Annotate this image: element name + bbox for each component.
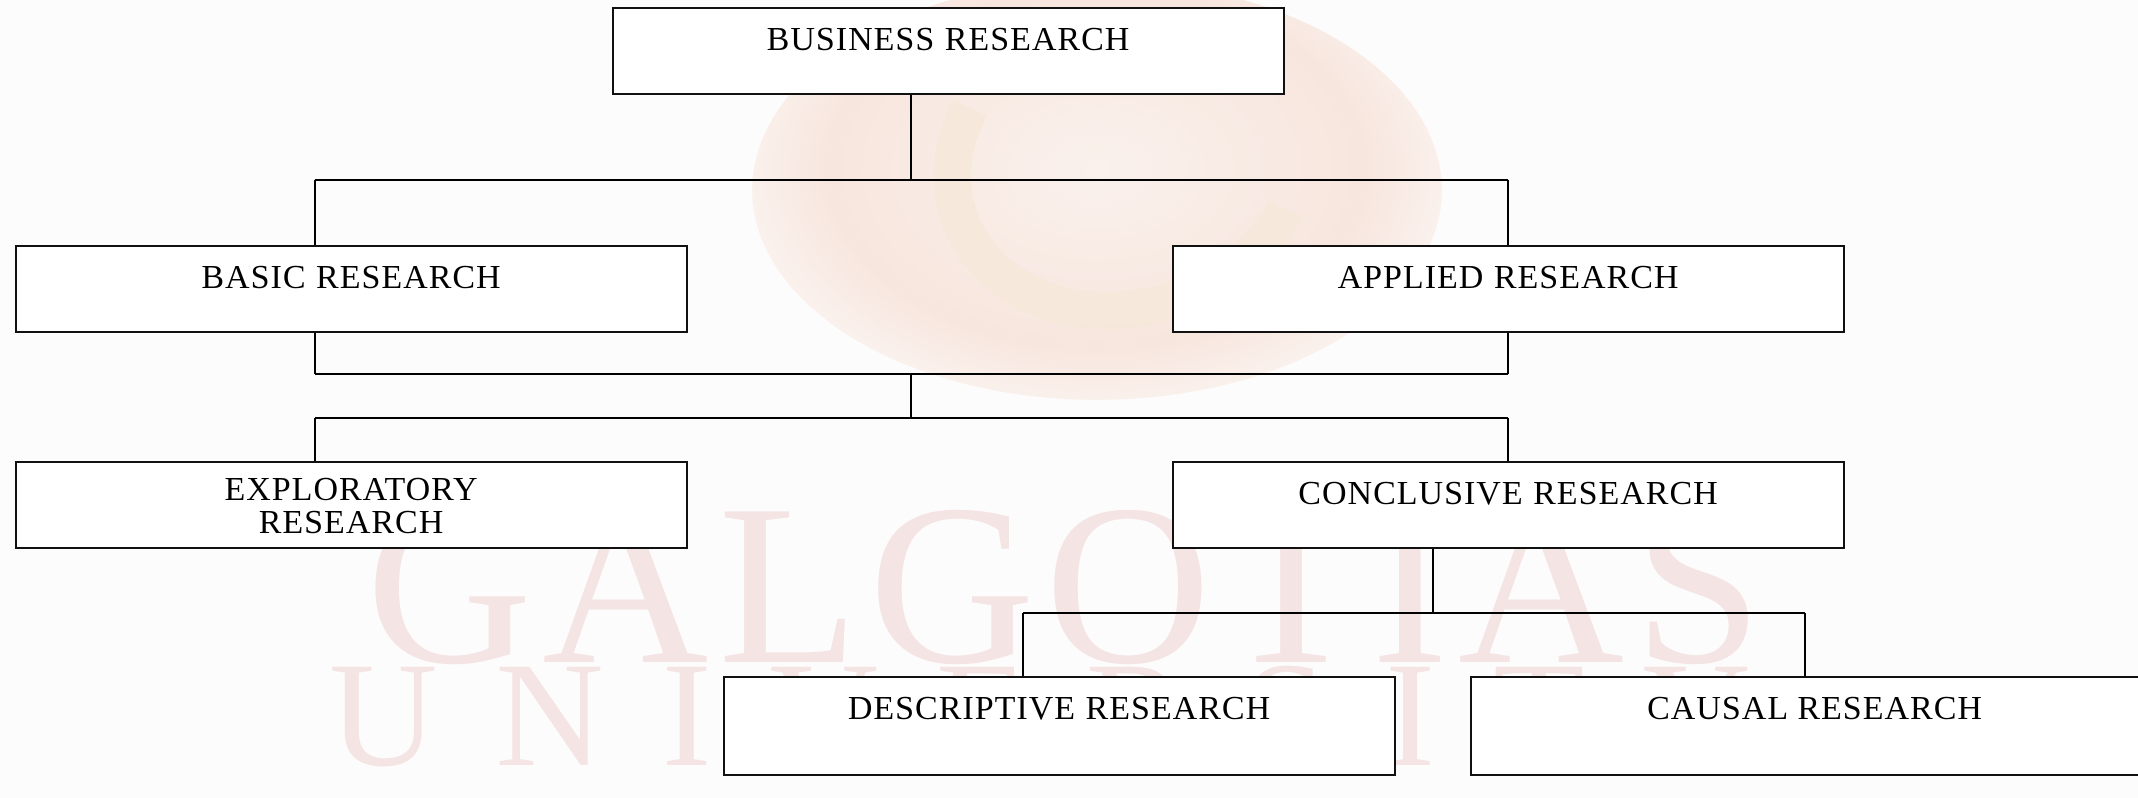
node-causal-research: CAUSAL RESEARCH	[1470, 676, 2138, 776]
node-business-research: BUSINESS RESEARCH	[612, 7, 1285, 95]
node-exploratory-research-label-line2: RESEARCH	[258, 504, 445, 541]
node-conclusive-research: CONCLUSIVE RESEARCH	[1172, 461, 1845, 549]
node-applied-research: APPLIED RESEARCH	[1172, 245, 1845, 333]
node-applied-research-label: APPLIED RESEARCH	[1337, 259, 1680, 296]
node-basic-research-label: BASIC RESEARCH	[201, 259, 502, 296]
node-conclusive-research-label: CONCLUSIVE RESEARCH	[1298, 475, 1719, 512]
node-causal-research-label: CAUSAL RESEARCH	[1647, 690, 1983, 727]
node-business-research-label: BUSINESS RESEARCH	[766, 21, 1131, 58]
node-descriptive-research: DESCRIPTIVE RESEARCH	[723, 676, 1396, 776]
node-descriptive-research-label: DESCRIPTIVE RESEARCH	[847, 690, 1272, 727]
node-basic-research: BASIC RESEARCH	[15, 245, 688, 333]
connector-lines	[314, 95, 1806, 676]
node-exploratory-research-label-line1: EXPLORATORY	[224, 471, 479, 508]
node-exploratory-research: EXPLORATORY RESEARCH	[15, 461, 688, 549]
